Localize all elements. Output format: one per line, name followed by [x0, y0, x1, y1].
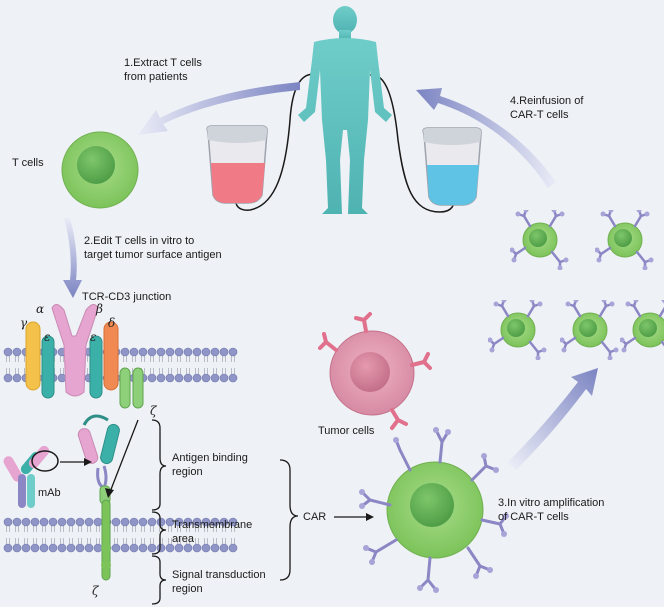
signal-transduction-label-line2: region — [172, 582, 203, 596]
t-cell-icon — [62, 132, 138, 208]
epsilon-right-label: ε — [90, 330, 96, 344]
red-blood-bag-icon — [207, 126, 267, 203]
car-label: CAR — [303, 510, 326, 524]
tumor-cells-label: Tumor cells — [318, 424, 374, 438]
transmembrane-label-line2: area — [172, 532, 194, 546]
step1-label-line1: 1.Extract T cells — [124, 56, 202, 70]
blue-blood-bag-icon — [423, 128, 481, 205]
transmembrane-label-line1: Transmembrane — [172, 518, 252, 532]
step3-label-line2: of CAR-T cells — [498, 510, 569, 524]
step3-label-line1: 3.In vitro amplification — [498, 496, 604, 510]
signal-transduction-label-line1: Signal transduction — [172, 568, 266, 582]
beta-label: β — [96, 302, 103, 316]
step2-label-line2: target tumor surface antigen — [84, 248, 222, 262]
alpha-label: α — [36, 302, 44, 316]
step4-label-line2: CAR-T cells — [510, 108, 568, 122]
gamma-label: γ — [20, 316, 27, 330]
mab-label: mAb — [38, 486, 61, 500]
step1-label-line2: from patients — [124, 70, 188, 84]
antigen-binding-label-line2: region — [172, 465, 203, 479]
step2-label-line1: 2.Edit T cells in vitro to — [84, 234, 194, 248]
zeta-top-label: ζ — [150, 404, 157, 418]
t-cells-label: T cells — [12, 156, 44, 170]
epsilon-left-label: ε — [44, 330, 50, 344]
step4-label-line1: 4.Reinfusion of — [510, 94, 583, 108]
zeta-bottom-label: ζ — [92, 584, 99, 598]
delta-label: δ — [108, 316, 115, 330]
antigen-binding-label-line1: Antigen binding — [172, 451, 248, 465]
